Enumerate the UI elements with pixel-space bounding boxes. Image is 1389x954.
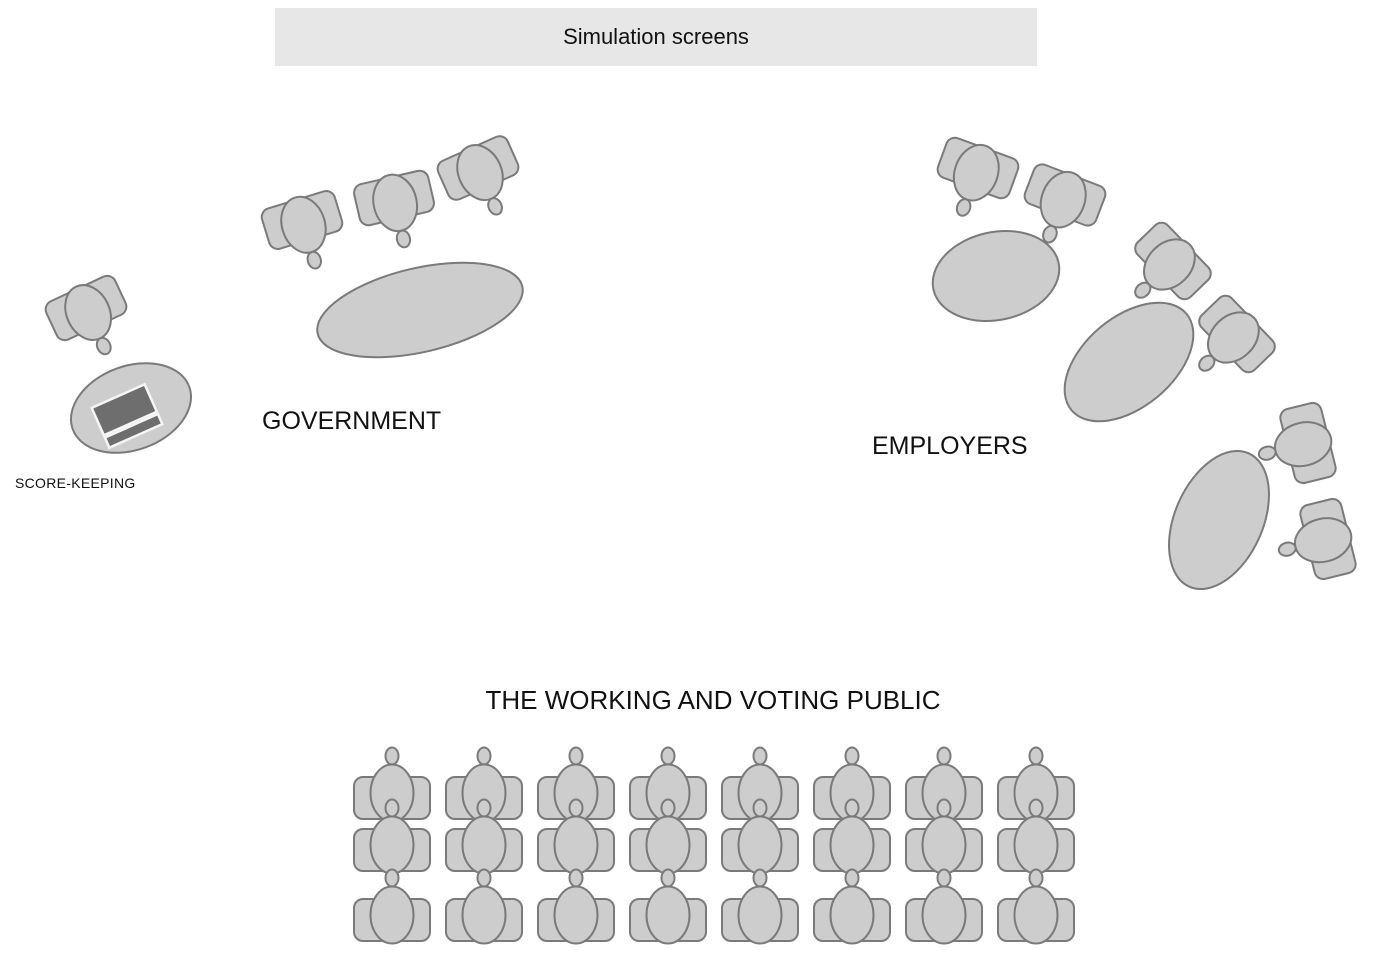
person-head xyxy=(476,798,492,818)
person-body xyxy=(553,885,599,945)
person-head xyxy=(936,868,952,888)
public-seat xyxy=(721,868,799,945)
simulation-screens-label: Simulation screens xyxy=(563,24,749,49)
person-head xyxy=(476,746,492,766)
person-head xyxy=(660,868,676,888)
public-label: THE WORKING AND VOTING PUBLIC xyxy=(485,685,941,715)
employers-label: EMPLOYERS xyxy=(872,432,1028,460)
public-seat xyxy=(537,798,615,875)
person-head xyxy=(1042,224,1058,244)
person-head xyxy=(568,746,584,766)
person-body xyxy=(737,815,783,875)
government-chair xyxy=(260,190,344,270)
person-head xyxy=(1028,868,1044,888)
public-seat xyxy=(997,746,1075,823)
person-head xyxy=(1134,281,1152,299)
person-body xyxy=(1013,815,1059,875)
employer-chair xyxy=(1277,497,1357,581)
public-seat xyxy=(905,798,983,875)
public-seat xyxy=(629,868,707,945)
person-head xyxy=(306,250,322,270)
person-body xyxy=(645,885,691,945)
employer-table xyxy=(931,229,1061,323)
person-head xyxy=(568,868,584,888)
employer-chair xyxy=(1257,401,1337,485)
person-head xyxy=(384,868,400,888)
person-body xyxy=(369,815,415,875)
simulation-screens-banner: Simulation screens xyxy=(275,8,1037,66)
person-head xyxy=(844,868,860,888)
person-body xyxy=(645,815,691,875)
person-head xyxy=(384,798,400,818)
employer-chair xyxy=(1023,163,1107,244)
person-body xyxy=(921,815,967,875)
public-seat xyxy=(997,798,1075,875)
employer-table xyxy=(1063,301,1195,423)
laptop-icon xyxy=(90,382,164,450)
person-body xyxy=(737,885,783,945)
person-head xyxy=(1198,354,1216,372)
person-head xyxy=(1257,445,1277,461)
person-body xyxy=(553,815,599,875)
person-head xyxy=(660,798,676,818)
employer-chair xyxy=(1134,221,1212,301)
person-body xyxy=(461,815,507,875)
score-keeper-chair xyxy=(44,274,128,356)
person-body xyxy=(829,815,875,875)
public-seat xyxy=(445,746,523,823)
person-head xyxy=(844,746,860,766)
person-body xyxy=(921,885,967,945)
public-seat xyxy=(813,798,891,875)
person-head xyxy=(384,746,400,766)
laptop-keyboard xyxy=(103,412,164,450)
public-seat xyxy=(905,746,983,823)
person-body xyxy=(369,885,415,945)
public-seat xyxy=(813,746,891,823)
person-head xyxy=(752,746,768,766)
person-head xyxy=(95,336,112,356)
person-head xyxy=(395,229,412,249)
person-head xyxy=(936,746,952,766)
person-head xyxy=(752,798,768,818)
score-keeping-label: SCORE-KEEPING xyxy=(15,475,136,491)
government-table xyxy=(316,261,524,359)
person-head xyxy=(1028,798,1044,818)
government-label: GOVERNMENT xyxy=(262,407,442,435)
person-head xyxy=(752,868,768,888)
person-head xyxy=(476,868,492,888)
public-seat xyxy=(813,868,891,945)
government-chair xyxy=(353,169,435,249)
public-seat xyxy=(905,868,983,945)
person-head xyxy=(955,198,972,217)
employer-chair xyxy=(1198,294,1276,374)
person-body xyxy=(829,885,875,945)
employer-chair xyxy=(936,136,1020,217)
person-head xyxy=(1028,746,1044,766)
public-seat xyxy=(353,868,431,945)
person-body xyxy=(461,885,507,945)
employer-table xyxy=(1168,449,1270,591)
person-head xyxy=(936,798,952,818)
person-head xyxy=(487,197,503,216)
government-chair xyxy=(436,135,520,216)
public-seat xyxy=(353,746,431,823)
public-seat xyxy=(997,868,1075,945)
person-head xyxy=(844,798,860,818)
person-head xyxy=(568,798,584,818)
laptop-screen xyxy=(90,382,159,437)
person-head xyxy=(660,746,676,766)
person-body xyxy=(1013,885,1059,945)
public-seat xyxy=(537,868,615,945)
person-head xyxy=(1277,541,1297,557)
public-seat xyxy=(445,868,523,945)
